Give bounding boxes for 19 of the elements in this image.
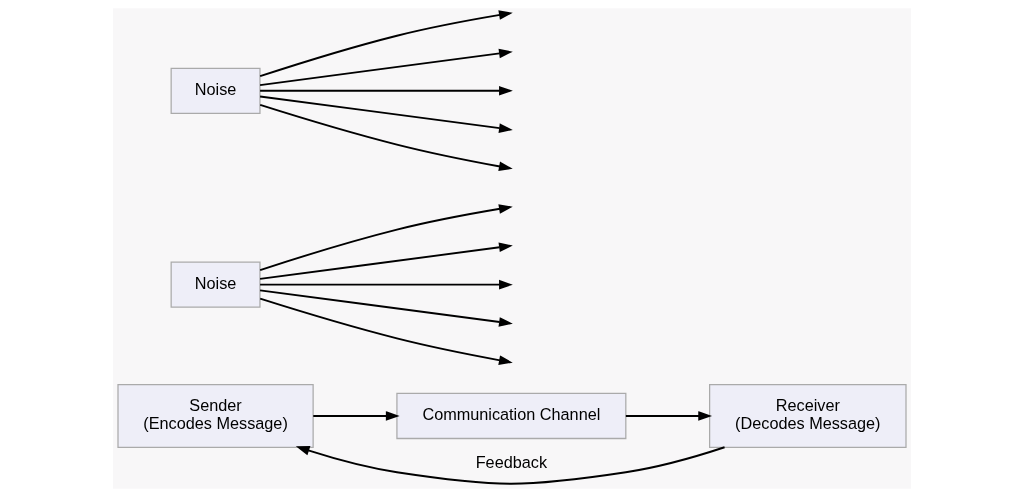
arrow <box>258 279 513 290</box>
arrow <box>258 204 513 271</box>
node-box: Sender (Encodes Message) <box>116 384 314 448</box>
arrow <box>258 103 513 172</box>
arrow <box>258 297 513 365</box>
arrow <box>258 289 513 327</box>
node-box: Noise <box>170 261 261 308</box>
node-box: Noise <box>170 67 261 114</box>
arrow <box>258 95 513 133</box>
arrow <box>624 411 712 421</box>
arrow <box>295 446 725 485</box>
edge-label: Feedback <box>475 452 547 471</box>
arrow <box>258 10 513 78</box>
arrow <box>311 411 400 421</box>
node-box: Receiver (Decodes Message) <box>708 384 907 448</box>
arrow <box>258 242 513 280</box>
arrow <box>258 48 513 86</box>
arrow <box>258 85 513 96</box>
node-box: Communication Channel <box>395 392 626 440</box>
